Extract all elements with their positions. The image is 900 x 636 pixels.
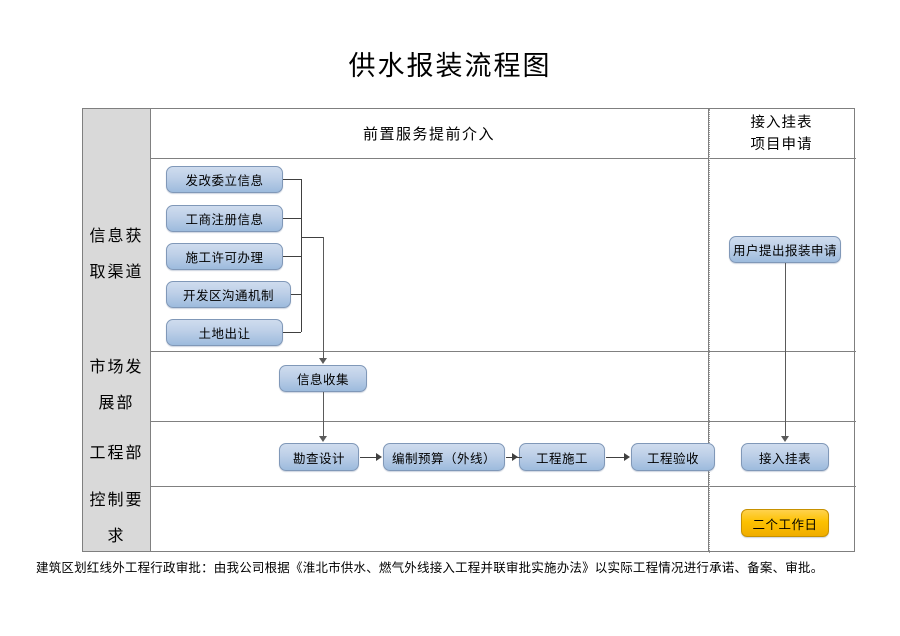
row-label-information-channel: 信息获 取渠道 [83,158,150,351]
row-label-line2: 取渠道 [89,263,144,281]
node-kaifaqu-goutong[interactable]: 开发区沟通机制 [166,281,291,308]
row-separator-1 [83,351,856,352]
row-separator-2 [83,421,856,422]
connector-h-box1 [283,179,301,180]
flowchart-table: 前置服务提前介入 接入挂表 项目申请 信息获 取渠道 发改委立信息 工商注册信息… [82,108,856,553]
node-shigong-xuke[interactable]: 施工许可办理 [166,243,283,270]
arrow-budget-to-construction [512,453,518,461]
connector-construction-to-acceptance [606,457,624,458]
connector-bus-to-trunk [301,237,323,238]
footnote: 建筑区划红线外工程行政审批：由我公司根据《淮北市供水、燃气外线接入工程并联审批实… [36,561,824,575]
row-separator-3 [83,486,856,487]
arrow-into-survey [319,436,327,442]
node-bianzhi-yusuan[interactable]: 编制预算（外线） [383,443,505,471]
header-right-line2: 项目申请 [750,136,813,153]
connector-trunk-to-collection [323,237,324,358]
node-user-application[interactable]: 用户提出报装申请 [729,236,841,263]
right-column-dotted-divider [709,109,710,553]
header-right-title: 接入挂表 项目申请 [708,109,855,158]
row-label-engineering: 工程部 [83,421,150,486]
node-xinxi-shouji[interactable]: 信息收集 [279,365,367,392]
header-label-cell [83,109,150,158]
node-kancha-sheji[interactable]: 勘查设计 [279,443,359,471]
arrow-into-collection [319,358,327,364]
connector-collection-to-survey [323,392,324,436]
node-gongcheng-yanshou[interactable]: 工程验收 [631,443,715,471]
arrow-into-meter [781,436,789,442]
connector-h-box5 [283,332,301,333]
row-label-control-requirement: 控制要 求 [83,486,150,551]
node-gongshang-zhuce[interactable]: 工商注册信息 [166,205,283,232]
node-fagaiwei-lixin[interactable]: 发改委立信息 [166,166,283,193]
row-label-line1: 市场发 [89,359,144,376]
connector-h-box2 [283,218,301,219]
connector-h-box4 [291,294,301,295]
node-jieru-guabiao[interactable]: 接入挂表 [741,443,829,471]
page-title: 供水报装流程图 [348,51,552,81]
row-separator-header [83,158,856,159]
row-label-line1: 信息获 [89,227,144,245]
connector-application-to-meter [785,263,786,436]
row-label-market-dev: 市场发 展部 [83,351,150,421]
row-label-line2: 展部 [98,395,135,412]
node-gongcheng-shigong[interactable]: 工程施工 [519,443,605,471]
connector-bus-vertical [301,179,302,332]
right-column-divider [708,109,709,551]
arrow-survey-to-budget [376,453,382,461]
row-label-line1: 工程部 [89,444,144,462]
node-two-working-days[interactable]: 二个工作日 [741,509,829,537]
connector-h-box3 [283,256,301,257]
node-tudi-churang[interactable]: 土地出让 [166,319,283,346]
row-label-line1: 控制要 [89,491,144,509]
header-right-line1: 接入挂表 [750,114,813,131]
arrow-construction-to-acceptance [624,453,630,461]
connector-survey-to-budget [360,457,376,458]
row-label-line2: 求 [107,527,126,545]
header-center-title: 前置服务提前介入 [362,127,495,143]
label-column-divider [150,109,151,551]
